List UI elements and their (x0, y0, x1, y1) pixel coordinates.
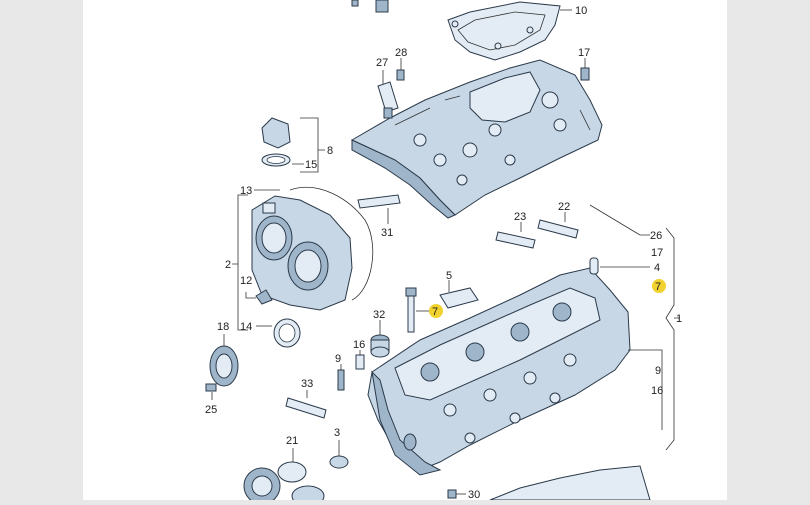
bolt-7-left (405, 287, 417, 333)
callout-33: 33 (301, 378, 313, 390)
callout-26: 26 (650, 230, 662, 242)
callout-13: 13 (240, 185, 252, 197)
pin-16 (355, 354, 365, 370)
leader-9-right (628, 349, 663, 430)
callout-9-left: 9 (335, 353, 341, 365)
right-margin (727, 0, 810, 500)
cap-3 (329, 455, 349, 469)
callout-2: 2 (225, 259, 231, 271)
callout-23: 23 (514, 211, 526, 223)
callout-5: 5 (446, 270, 452, 282)
sprocket-18 (209, 345, 239, 387)
cap-32 (370, 334, 390, 358)
bolt-30 (447, 489, 457, 499)
valve-cover-gasket (447, 1, 561, 61)
callout-17-right: 17 (651, 247, 663, 259)
top-bolts (351, 0, 389, 13)
callout-18: 18 (217, 321, 229, 333)
leader-26 (589, 204, 650, 236)
callout-17-top: 17 (578, 47, 590, 59)
callout-1: 1 (676, 313, 682, 325)
bolt-12 (255, 289, 273, 305)
callout-9-right: 9 (655, 365, 661, 377)
callout-7-left: 7 (432, 306, 438, 318)
callout-27: 27 (376, 57, 388, 69)
sprocket-21 (243, 461, 325, 505)
bracket-1 (665, 227, 680, 451)
callout-3: 3 (334, 427, 340, 439)
part-31-sleeve (357, 194, 401, 209)
callout-7-right: 7 (655, 281, 661, 293)
part-4-plug (589, 257, 599, 275)
bracket-8 (292, 117, 325, 173)
left-margin (0, 0, 83, 500)
seal-14 (273, 318, 301, 348)
callout-30: 30 (468, 489, 480, 500)
stud-9 (337, 369, 345, 391)
callout-31: 31 (381, 227, 393, 239)
highlight-7-right (652, 279, 666, 293)
callout-8: 8 (327, 145, 333, 157)
callout-32: 32 (373, 309, 385, 321)
callout-4: 4 (654, 262, 660, 274)
callout-21: 21 (286, 435, 298, 447)
timing-cover (251, 195, 353, 311)
bracket-2 (232, 194, 248, 331)
plate-5 (439, 287, 479, 309)
callout-25: 25 (205, 404, 217, 416)
diagram-svg: 10 (205, 0, 682, 505)
highlight-7-left (429, 304, 443, 318)
cylinder-head-cover (350, 59, 603, 219)
sleeve-33 (285, 397, 327, 419)
callout-16-right: 16 (651, 385, 663, 397)
callout-15: 15 (305, 159, 317, 171)
bolt-17-top (580, 67, 590, 81)
part-28-screw (396, 69, 405, 81)
bottom-gasket (489, 465, 651, 501)
callout-22: 22 (558, 201, 570, 213)
callout-14: 14 (240, 321, 252, 333)
callout-28: 28 (395, 47, 407, 59)
sleeve-22 (537, 219, 579, 239)
exploded-parts-diagram: 10 (83, 0, 727, 505)
part-27-sensor (377, 81, 399, 119)
cylinder-head (367, 267, 631, 476)
cover-gasket-wire (289, 186, 374, 301)
leader-12 (245, 292, 256, 299)
callout-16-left: 16 (353, 339, 365, 351)
oil-filler-cap (261, 117, 291, 167)
callout-10: 10 (575, 5, 587, 17)
sleeve-23 (495, 231, 536, 249)
bolt-25 (205, 383, 217, 392)
callout-12: 12 (240, 275, 252, 287)
